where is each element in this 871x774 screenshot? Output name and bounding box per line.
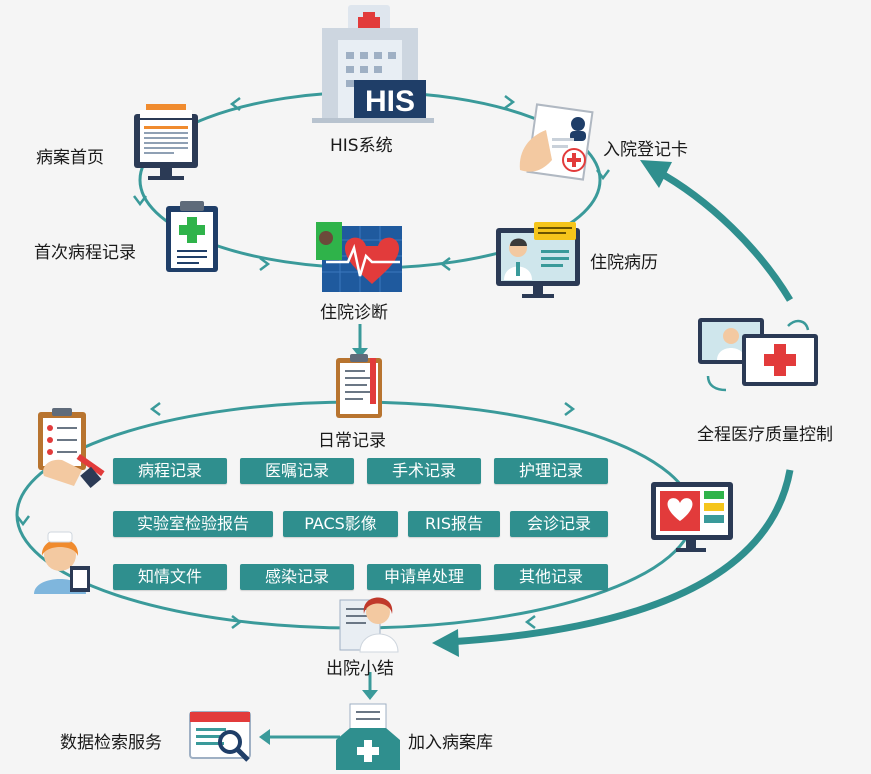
daily-record-clipboard-icon [336, 354, 382, 418]
record-type-tag: 实验室检验报告 [113, 511, 273, 537]
checklist-icon [38, 408, 105, 488]
inpatient-record-label: 住院病历 [590, 253, 658, 273]
nurse-icon [34, 531, 90, 594]
record-type-tag: 手术记录 [367, 458, 481, 484]
computer-document-icon [134, 104, 198, 180]
record-type-tag: 申请单处理 [367, 564, 481, 590]
record-type-tag: RIS报告 [408, 511, 500, 537]
his-system-label: HIS系统 [330, 136, 393, 156]
first-course-record-label: 首次病程记录 [34, 243, 136, 263]
case-front-page-label: 病案首页 [36, 148, 104, 168]
search-magnifier-icon [189, 711, 251, 762]
record-type-tag: 病程记录 [113, 458, 227, 484]
doctor-monitor-icon [496, 222, 580, 298]
upper-cycle-arrows [133, 95, 610, 271]
lower-cycle-arrows [16, 402, 576, 629]
heart-ecg-icon [316, 222, 402, 292]
record-type-tag: 会诊记录 [510, 511, 608, 537]
record-type-tag: 医嘱记录 [240, 458, 354, 484]
hospital-building-icon: HIS [312, 5, 434, 123]
retrieval-service-label: 数据检索服务 [60, 733, 162, 753]
quality-to-discharge-arrowhead [432, 629, 459, 657]
discharge-summary-label: 出院小结 [326, 659, 394, 679]
doctor-document-icon [339, 597, 399, 653]
medical-clipboard-icon [166, 201, 218, 272]
monitors-quality-icon [698, 318, 818, 392]
record-type-tag: PACS影像 [283, 511, 398, 537]
record-type-tag: 护理记录 [494, 458, 608, 484]
archive-label: 加入病案库 [408, 733, 493, 753]
his-logo-text: HIS [365, 85, 415, 118]
admission-card-label: 入院登记卡 [603, 140, 688, 160]
archive-folder-icon [336, 703, 400, 770]
monitor-chart-icon [651, 482, 733, 552]
record-type-tag: 知情文件 [113, 564, 227, 590]
quality-to-admission-arrowhead [640, 160, 672, 188]
daily-record-label: 日常记录 [318, 431, 386, 451]
record-type-tag: 感染记录 [240, 564, 354, 590]
quality-to-admission-arrow [653, 166, 794, 302]
record-type-tag: 其他记录 [494, 564, 608, 590]
inpatient-diagnosis-label: 住院诊断 [320, 303, 388, 323]
archive-to-retrieval-arrowhead [259, 729, 270, 745]
quality-to-discharge-arrow [447, 469, 794, 646]
quality-control-label: 全程医疗质量控制 [697, 425, 833, 445]
diagnosis-to-daily-arrowhead [352, 348, 368, 358]
discharge-to-archive-arrowhead [362, 690, 378, 700]
admission-form-icon [519, 103, 594, 181]
